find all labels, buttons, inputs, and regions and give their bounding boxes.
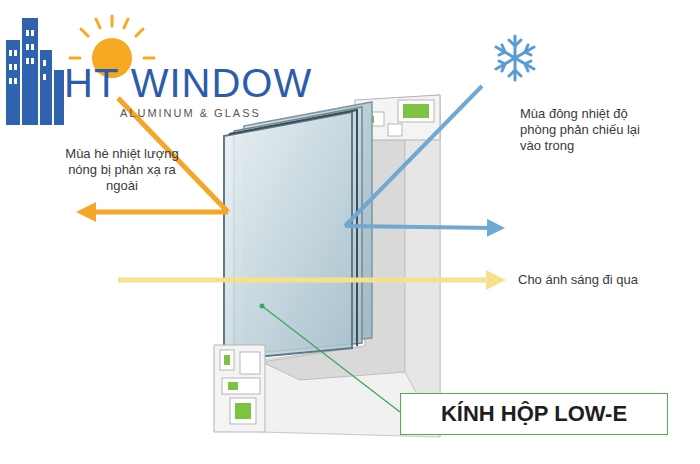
building-shape bbox=[6, 40, 20, 125]
room-heat-ray bbox=[345, 86, 482, 226]
reflected-room-heat-arrow bbox=[345, 226, 496, 228]
building-shape bbox=[54, 70, 64, 125]
light-arrow bbox=[118, 278, 496, 283]
building-logo bbox=[6, 18, 64, 125]
annotation-text: Mùa đông nhiệt độ phòng phản chiếu lại v… bbox=[520, 106, 650, 154]
annotation-text: Cho ánh sáng đi qua bbox=[518, 272, 688, 288]
building-windows bbox=[9, 30, 46, 84]
bottom-profile-section bbox=[214, 345, 265, 432]
logo-text: HT WINDOW bbox=[64, 58, 364, 108]
building-shape bbox=[22, 18, 38, 125]
label-box: KÍNH HỘP LOW-E bbox=[400, 393, 668, 435]
logo-subtitle: ALUMINUM & GLASS bbox=[120, 106, 320, 120]
building-shape bbox=[40, 50, 52, 125]
sun-rays bbox=[70, 16, 154, 58]
leader-line bbox=[262, 306, 400, 412]
box-title: KÍNH HỘP LOW-E bbox=[441, 401, 627, 427]
reflected-heat-arrow bbox=[86, 210, 228, 215]
spacer-bar bbox=[229, 110, 357, 346]
annotation-text: Mùa hè nhiệt lượng nóng bị phản xạ ra ng… bbox=[58, 146, 186, 194]
snowflake-icon bbox=[496, 36, 534, 80]
glass-pane bbox=[224, 112, 352, 360]
leader-dot bbox=[260, 304, 265, 309]
